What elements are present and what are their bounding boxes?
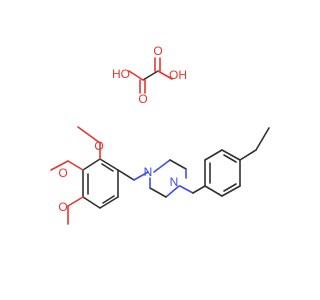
atom-o-methoxy-top: O bbox=[94, 139, 103, 153]
atom-ho-left: HO bbox=[112, 67, 130, 81]
ring-b-bond-3 bbox=[221, 149, 241, 161]
piperazine-bond-4 bbox=[165, 185, 180, 198]
oxalic-c-oh-bond-right bbox=[157, 70, 173, 80]
methoxy-mid-bond bbox=[67, 160, 84, 171]
ring-a-double-2 bbox=[102, 195, 115, 204]
methoxy-bottom-bond bbox=[67, 196, 84, 207]
methoxy-top-methyl bbox=[77, 126, 101, 144]
piperazine-bond-5 bbox=[149, 187, 167, 198]
molecule-canvas: HO OH O O O O O N bbox=[50, 44, 270, 225]
atom-o-methoxy-bottom: O bbox=[58, 200, 67, 214]
atom-n-right: N bbox=[170, 175, 179, 189]
ring-b-double-3 bbox=[223, 183, 237, 192]
atom-o-methoxy-mid: O bbox=[58, 166, 67, 180]
ring-a-bond-2 bbox=[82, 196, 101, 209]
piperazine-bond-1 bbox=[153, 159, 171, 173]
ethyl-ch3-bond bbox=[255, 127, 270, 151]
ring-a-bond-3 bbox=[99, 196, 119, 209]
piperazine-ring: N N bbox=[144, 159, 187, 198]
oxalic-acid: HO OH O O bbox=[112, 44, 187, 106]
oxalic-c-c-bond bbox=[142, 70, 159, 81]
methoxy-mid-methyl bbox=[50, 160, 69, 171]
ring-b-bond-6 bbox=[204, 185, 223, 197]
ring-a-double-3 bbox=[101, 163, 114, 172]
ring-a-bond-6 bbox=[82, 158, 101, 171]
atom-o-bottom: O bbox=[138, 92, 147, 106]
ring-b-bond-5 bbox=[221, 185, 241, 197]
oxalic-c-oh-bond-left bbox=[128, 70, 144, 81]
ring-b-bond-2 bbox=[204, 149, 223, 161]
atom-oh-right: OH bbox=[169, 68, 187, 82]
ring-b-double-2 bbox=[223, 154, 237, 163]
ethyl-benzene-ring bbox=[204, 127, 270, 197]
trimethoxy-benzene-ring: O O O bbox=[50, 126, 119, 225]
atom-n-left: N bbox=[144, 165, 153, 179]
benzyl-ch2-bond-left bbox=[117, 169, 135, 181]
ring-a-bond-5 bbox=[99, 158, 119, 171]
atom-o-top: O bbox=[153, 44, 162, 58]
benzyl-ch2-n-bond-left bbox=[133, 171, 149, 181]
benzyl-ch2-bond-right bbox=[192, 185, 206, 194]
benzyl-ch2-n-bond-right bbox=[179, 185, 194, 194]
ethyl-ch2-bond bbox=[239, 149, 257, 161]
piperazine-bond-2 bbox=[169, 159, 187, 170]
structure-drawing: HO OH O O O O O N bbox=[50, 44, 270, 225]
